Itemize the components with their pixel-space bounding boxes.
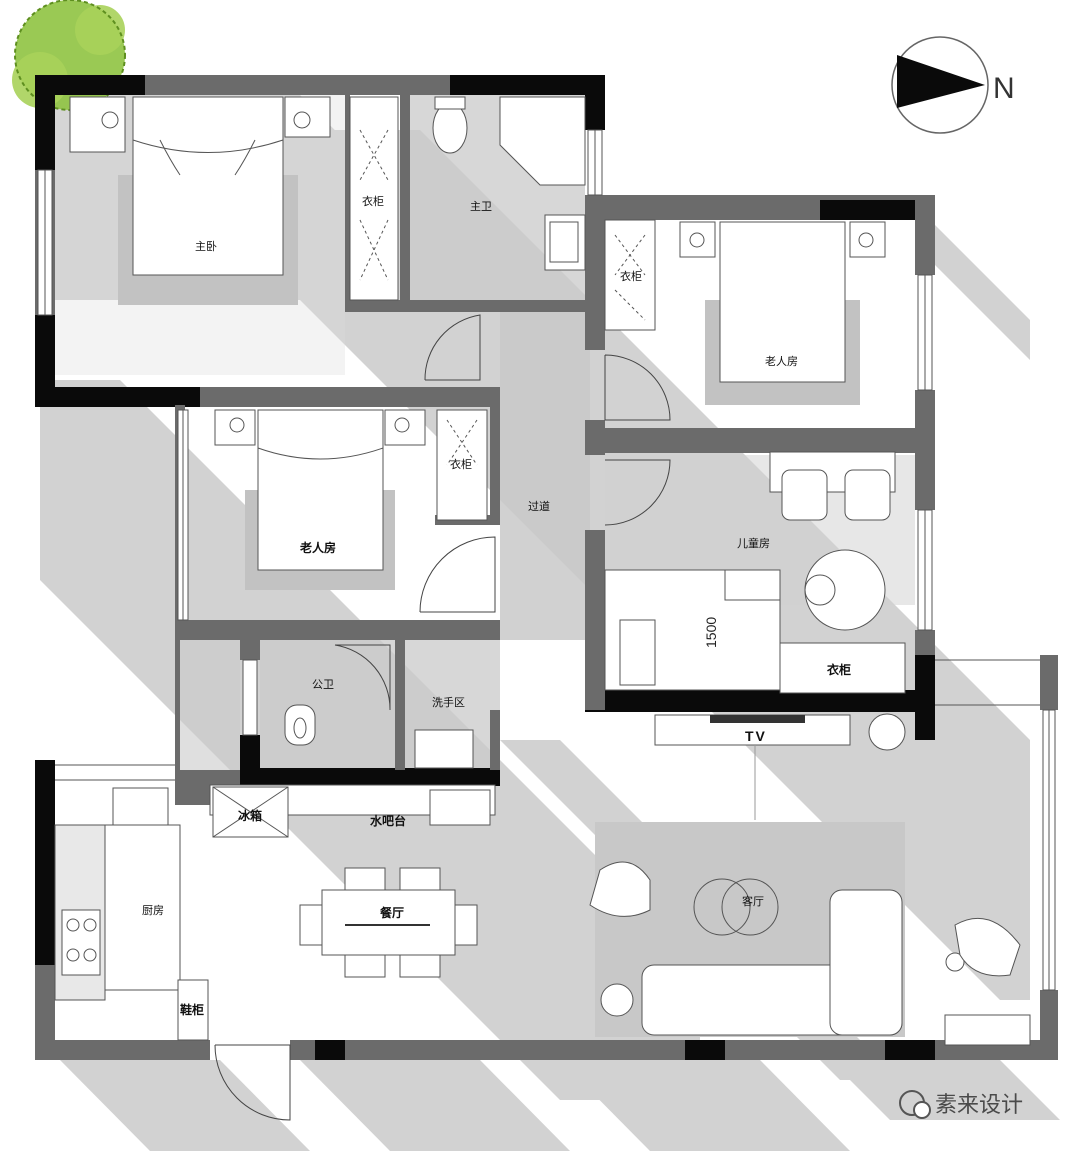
label-water-bar: 水吧台 xyxy=(370,813,406,828)
dining-table xyxy=(299,867,478,978)
master-bath-fixtures xyxy=(432,96,586,271)
windows xyxy=(37,129,1056,991)
label-left-wardrobe: 衣柜 xyxy=(450,457,472,471)
living-room-furniture xyxy=(589,713,1031,1046)
right-elder-bed xyxy=(604,219,886,405)
water-bar xyxy=(112,784,496,838)
label-kitchen: 厨房 xyxy=(142,904,164,917)
left-elder-bed xyxy=(214,409,488,590)
label-fridge: 冰箱 xyxy=(238,808,262,823)
watermark: 素来设计 xyxy=(899,1090,1023,1119)
kids-room-furniture xyxy=(604,451,906,694)
label-tv: TV xyxy=(745,728,767,744)
master-bed xyxy=(69,96,331,305)
label-left-elder-room: 老人房 xyxy=(300,540,336,555)
label-shoe-cabinet: 鞋柜 xyxy=(180,1002,204,1017)
label-right-wardrobe: 衣柜 xyxy=(620,269,642,283)
label-kids-wardrobe: 衣柜 xyxy=(827,662,851,677)
north-arrow-icon: N xyxy=(891,36,1015,134)
watermark-text: 素来设计 xyxy=(935,1093,1023,1118)
label-master-bath: 主卫 xyxy=(470,200,492,213)
label-living-room: 客厅 xyxy=(742,894,764,908)
north-label: N xyxy=(993,72,1015,105)
label-public-bath: 公卫 xyxy=(312,678,334,691)
master-wardrobe xyxy=(349,96,399,301)
doors xyxy=(214,314,671,1121)
public-bath-fixtures xyxy=(284,704,474,769)
label-master-wardrobe: 衣柜 xyxy=(362,194,384,208)
label-dining: 餐厅 xyxy=(380,905,404,920)
dimension-label: 1500 xyxy=(703,617,719,648)
room-labels: 主卧 衣柜 主卫 衣柜 老人房 衣柜 老人房 过道 儿童房 衣柜 公卫 洗手区 … xyxy=(142,194,851,1017)
label-kids-room: 儿童房 xyxy=(737,536,770,550)
label-master-bedroom: 主卧 xyxy=(195,240,217,253)
kitchen-fixtures xyxy=(54,824,209,1041)
label-corridor: 过道 xyxy=(528,499,550,513)
label-right-elder-room: 老人房 xyxy=(765,355,798,368)
label-washing-area: 洗手区 xyxy=(432,695,465,709)
